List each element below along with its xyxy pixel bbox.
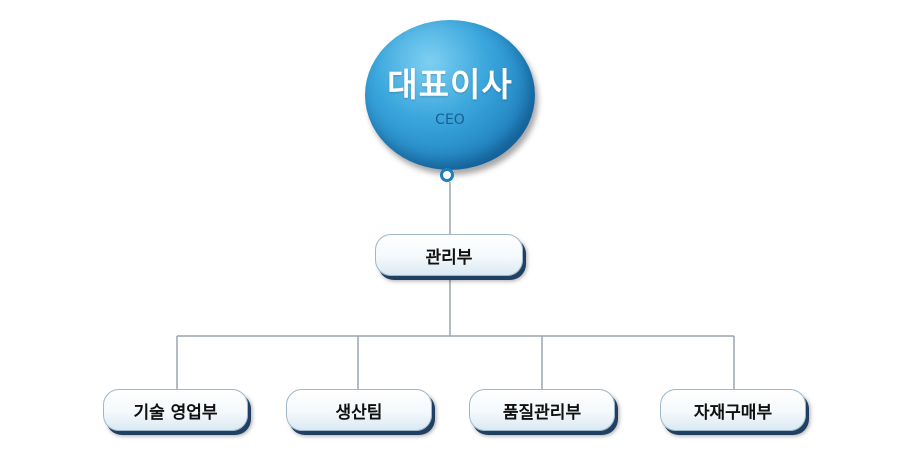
department-label: 품질관리부 — [502, 402, 582, 423]
department-label: 기술 영업부 — [133, 402, 218, 423]
department-box-purchasing: 자재구매부 — [660, 389, 806, 431]
department-box-production: 생산팀 — [286, 389, 432, 431]
management-department-box: 관리부 — [375, 234, 523, 276]
department-box-technical-sales: 기술 영업부 — [103, 389, 248, 431]
management-department-label: 관리부 — [425, 247, 473, 268]
ceo-connector-dot — [440, 168, 454, 182]
ceo-node: 대표이사 CEO — [365, 20, 535, 170]
ceo-subtitle: CEO — [435, 112, 465, 128]
ceo-title: 대표이사 — [387, 65, 513, 104]
department-label: 자재구매부 — [693, 402, 773, 423]
department-label: 생산팀 — [335, 402, 383, 423]
department-box-quality: 품질관리부 — [469, 389, 615, 431]
